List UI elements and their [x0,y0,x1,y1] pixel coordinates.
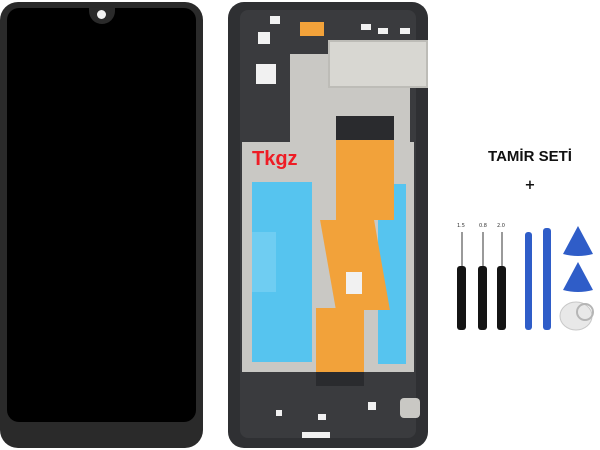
frame-hole [256,64,276,84]
pry-tool-icon [525,232,532,330]
screwdriver-shaft [482,232,484,266]
screwdriver-label: 2.0 [497,223,505,229]
lcd-back-frame [228,2,428,448]
frame-hole [270,16,280,24]
flex-cable-lower [316,308,364,378]
frame-hole [361,24,371,30]
flex-connector-bottom [316,372,364,386]
watermark-text: Tkgz [252,148,298,170]
frame-hole [318,414,326,420]
frame-bracket [400,398,420,418]
screwdriver-icon [478,266,487,330]
frame-hole [400,28,410,34]
flex-connector-top [336,116,394,140]
suction-cup-icon [559,301,594,331]
lcd-screen [7,8,196,422]
triangle-pick-icon [563,226,593,256]
front-camera-icon [97,10,106,19]
frame-hole [368,402,376,410]
screwdriver-icon [497,266,506,330]
screwdriver-shaft [461,232,463,266]
flex-label [346,272,362,294]
repair-kit: 1.5 0.8 2.0 [455,222,600,337]
battery-area-panel [252,232,276,292]
frame-hole [276,410,282,416]
screwdriver-label: 0.8 [479,223,487,229]
pry-tool-icon [543,228,551,330]
flex-cable-upper [336,140,394,220]
lcd-front-view [0,2,203,448]
metal-shield [328,40,428,88]
frame-hole [302,432,330,438]
frame-hole [258,32,270,44]
top-flex-connector [300,22,324,36]
screwdriver-icon [457,266,466,330]
kit-plus: + [524,178,536,193]
screwdriver-label: 1.5 [457,223,465,229]
triangle-pick-icon [563,262,593,292]
screwdriver-shaft [501,232,503,266]
frame-hole [378,28,388,34]
kit-title: TAMİR SETİ [488,148,572,165]
